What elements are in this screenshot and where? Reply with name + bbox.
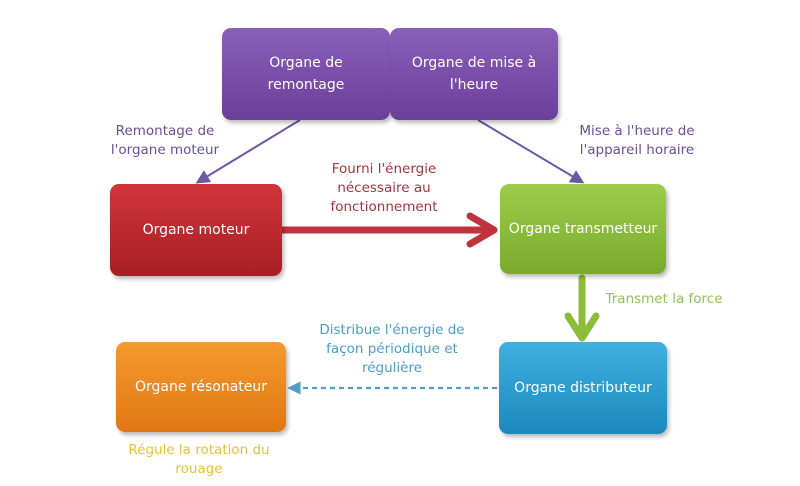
node-organe-distributeur: Organe distributeur	[499, 342, 667, 434]
node-organe-remontage: Organe de remontage	[222, 28, 390, 120]
node-organe-mise-a-l-heure: Organe de mise à l'heure	[390, 28, 558, 120]
label-mise-a-l-heure-appareil: Mise à l'heure de l'appareil horaire	[579, 123, 695, 158]
arrow-remontage-to-moteur	[195, 119, 301, 184]
node-organe-transmetteur: Organe transmetteur	[500, 184, 666, 274]
label-remontage-organe-moteur: Remontage de l'organe moteur	[110, 123, 220, 158]
label-distribue-energie: Distribue l'énergie de façon périodique …	[319, 322, 465, 376]
label-regule-rotation: Régule la rotation du rouage	[128, 442, 270, 477]
label-fourni-energie: Fourni l'énergie nécessaire au fonctionn…	[330, 161, 438, 215]
node-organe-moteur: Organe moteur	[110, 184, 282, 276]
label-transmet-la-force: Transmet la force	[605, 291, 723, 307]
arrow-mise-heure-to-transmetteur	[477, 119, 585, 184]
arrow-moteur-to-transmetteur	[278, 212, 498, 248]
node-organe-resonateur: Organe résonateur	[116, 342, 286, 432]
arrow-transmetteur-to-distributeur	[564, 274, 600, 342]
